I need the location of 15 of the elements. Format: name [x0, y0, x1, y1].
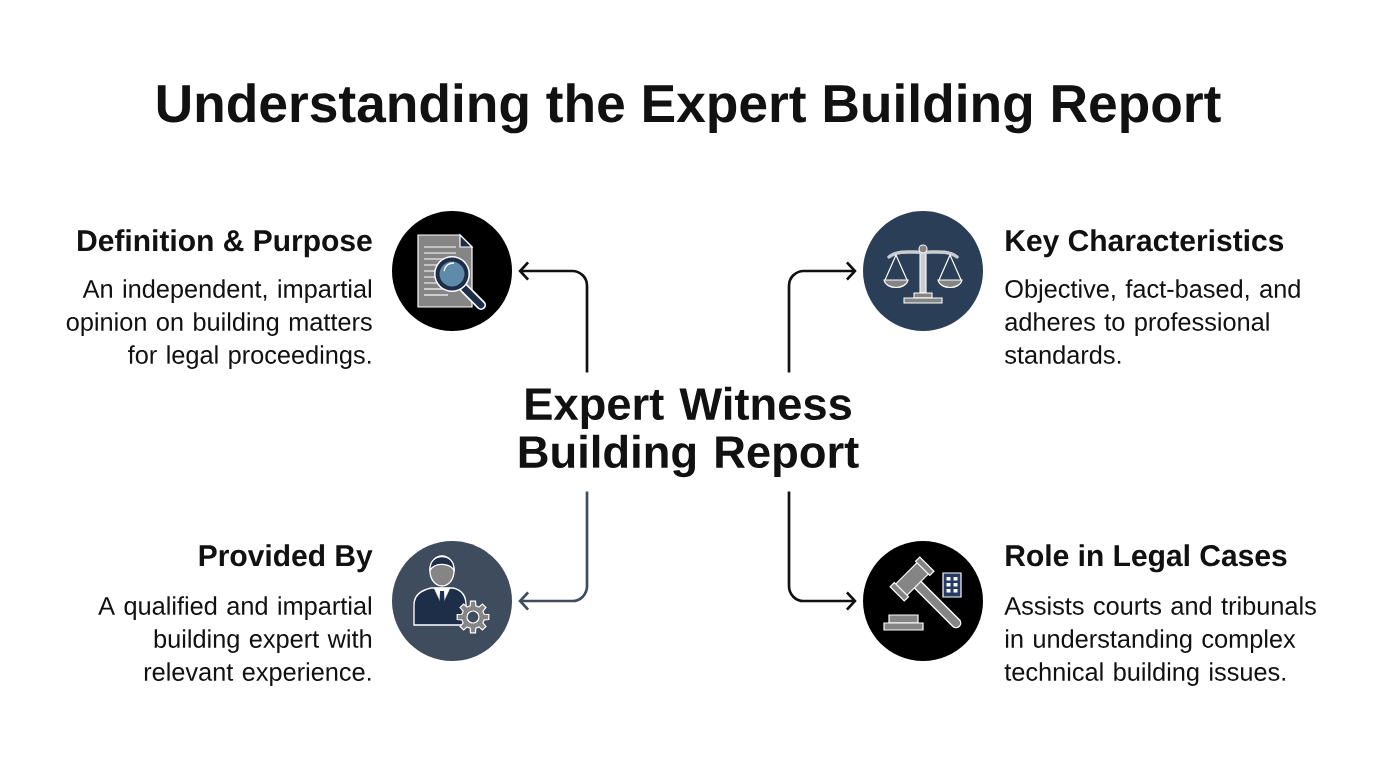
- arrow: [518, 491, 589, 611]
- description: Objective, fact-based, and adheres to professional standards.: [1005, 279, 1300, 364]
- arrow: [787, 261, 857, 373]
- heading: Definition & Purpose: [78, 229, 372, 258]
- arrow: [518, 261, 589, 373]
- heading: Provided By: [199, 544, 373, 573]
- description: An independent, impartial opinion on building matters for legal proceedings.: [66, 279, 372, 369]
- description: Assists courts and tribunals in understanding complex technical building issues.: [1004, 596, 1316, 686]
- arrow: [787, 491, 857, 611]
- topic-text: Expert Witness Building Report: [519, 386, 859, 478]
- icon-circle: [863, 211, 983, 331]
- title: Understanding the Expert Building Report: [157, 83, 1221, 134]
- heading: Key Characteristics: [1006, 229, 1284, 258]
- description: A qualified and impartial building expert with relevant experience.: [98, 596, 372, 686]
- heading: Role in Legal Cases: [1006, 544, 1287, 573]
